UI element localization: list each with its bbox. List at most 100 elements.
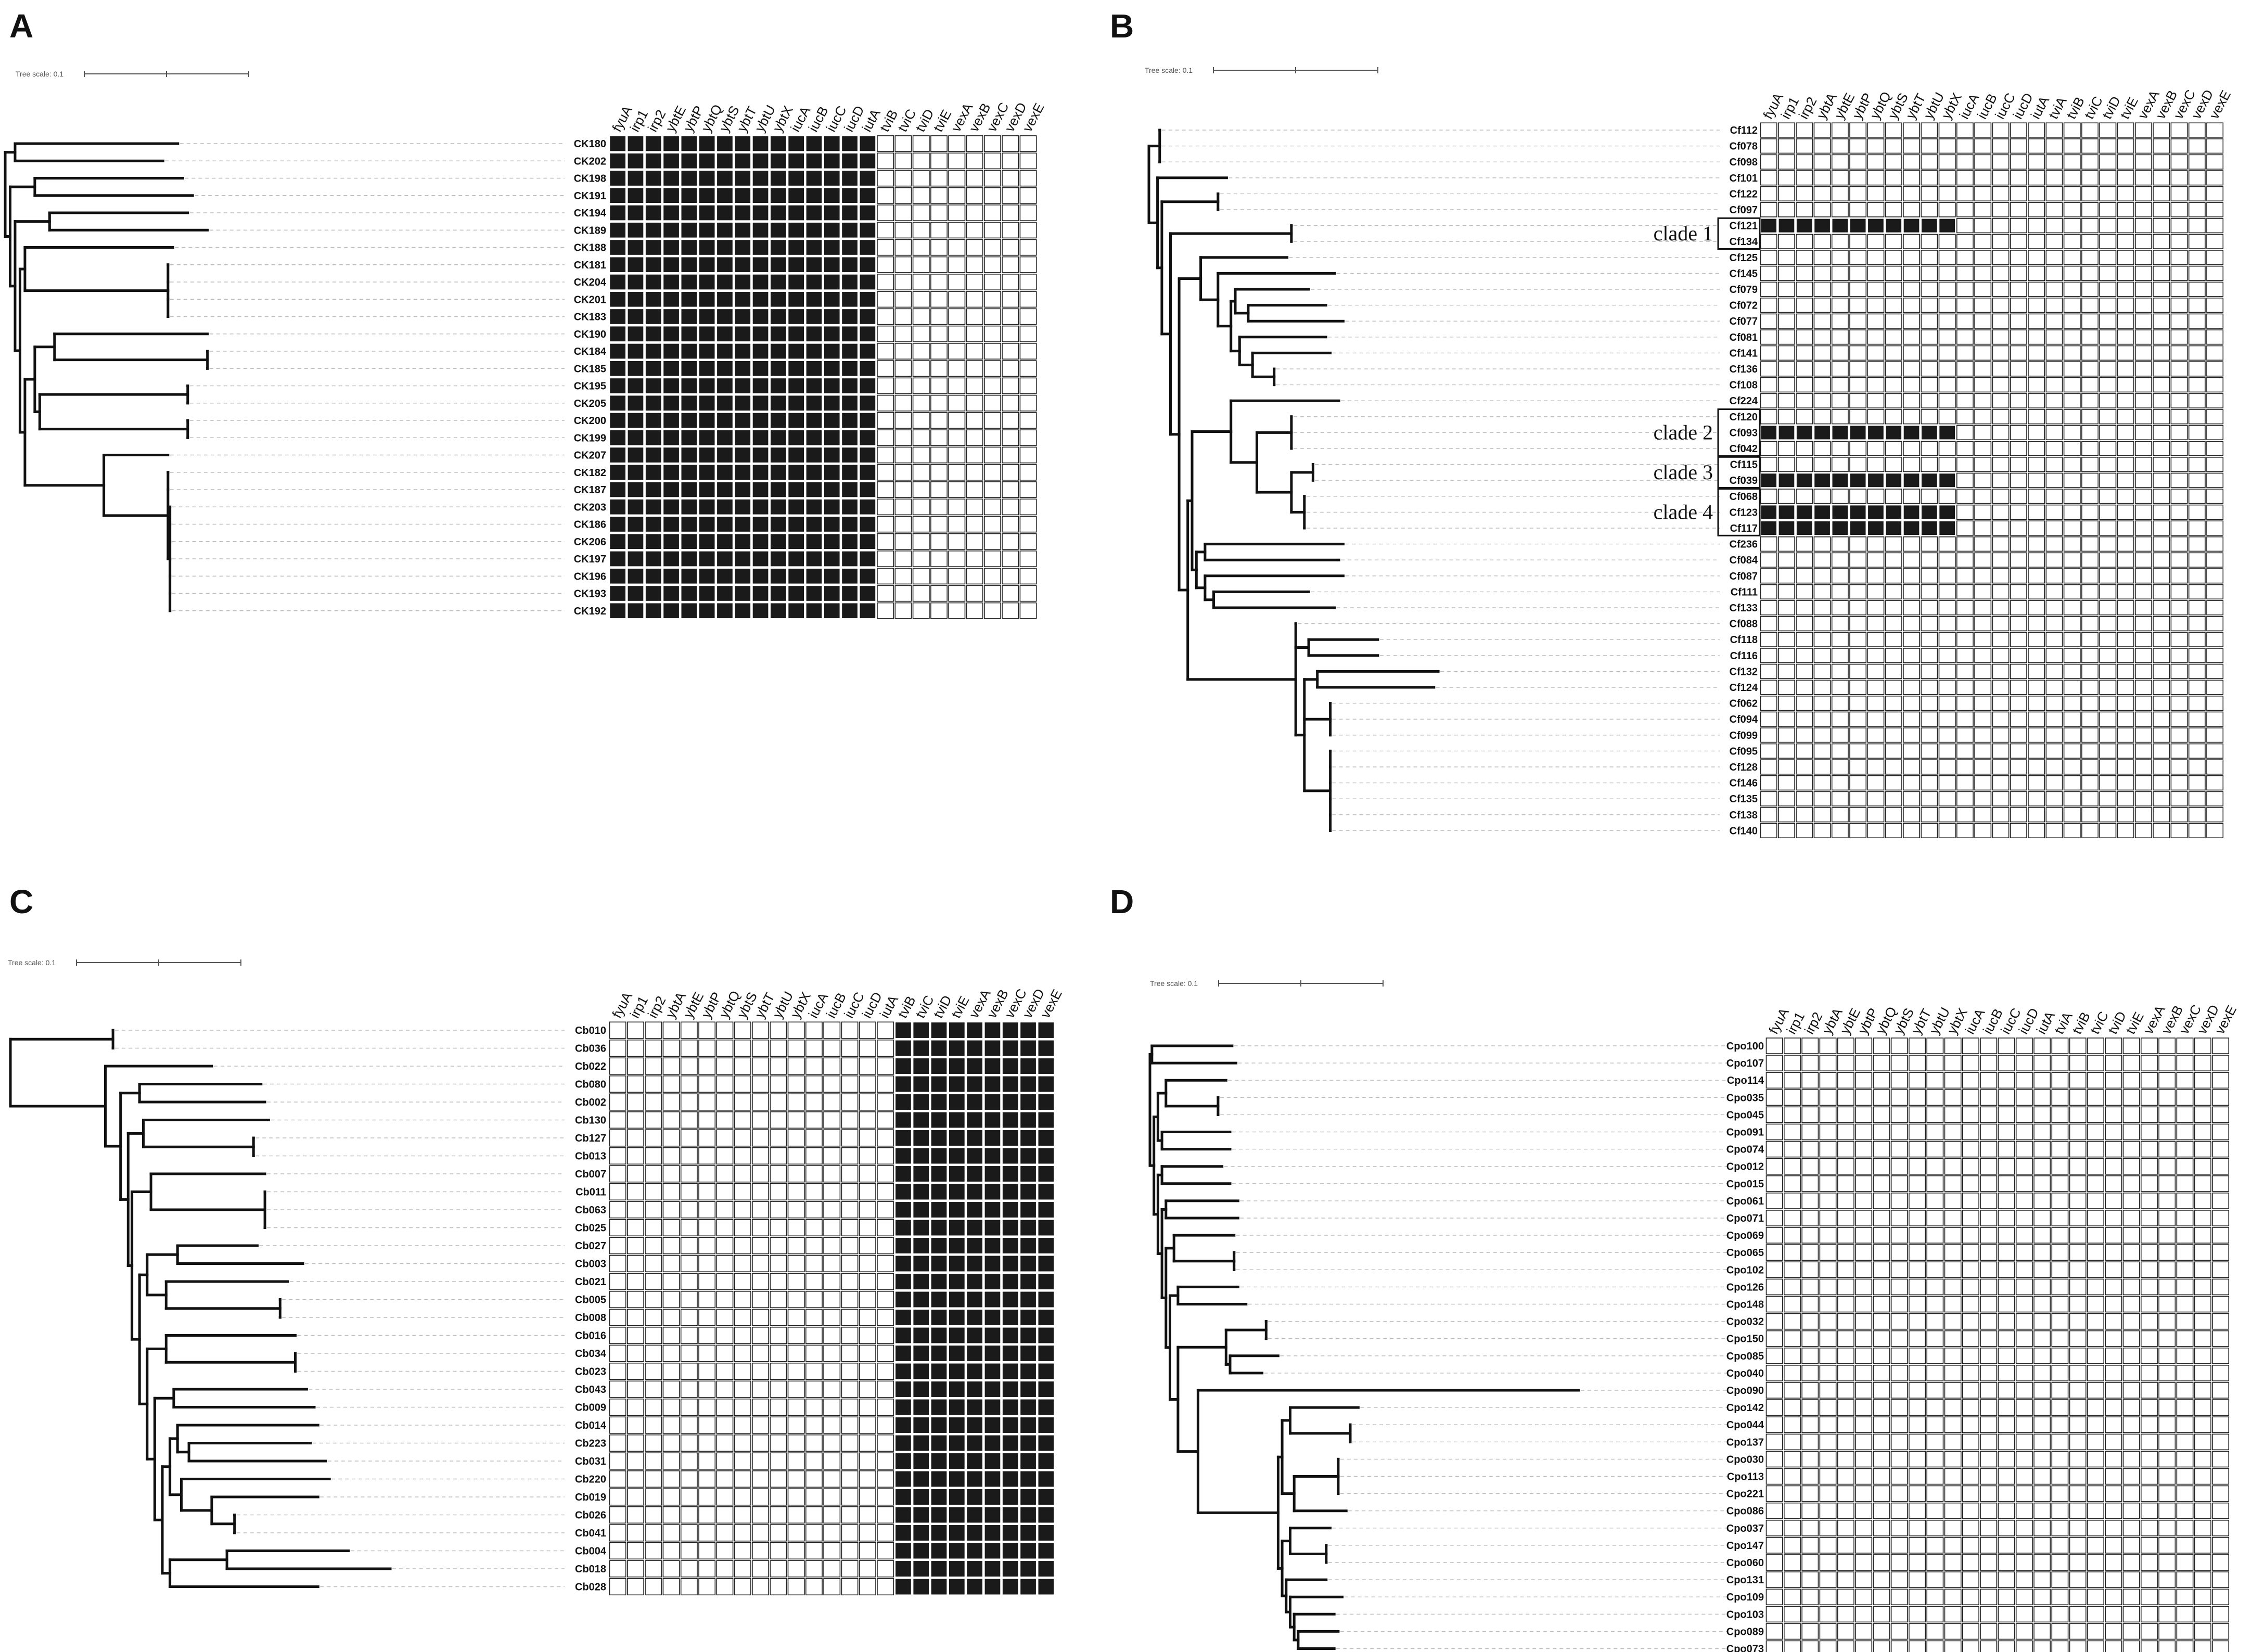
gene-absent-cell	[2045, 552, 2063, 568]
gene-absent-cell	[805, 1470, 823, 1488]
gene-absent-cell	[930, 585, 948, 602]
gene-absent-cell	[2153, 425, 2170, 440]
gene-present-cell	[1921, 504, 1938, 520]
gene-absent-cell	[1784, 1123, 1801, 1141]
gene-absent-cell	[2081, 234, 2099, 249]
gene-absent-cell	[1796, 711, 1813, 727]
gene-present-cell	[1849, 504, 1867, 520]
gene-absent-cell	[2206, 791, 2224, 806]
gene-present-cell	[609, 464, 626, 481]
gene-absent-cell	[2206, 807, 2224, 823]
gene-absent-cell	[1765, 1382, 1783, 1399]
gene-absent-cell	[2188, 250, 2206, 265]
gene-absent-cell	[1903, 234, 1920, 249]
gene-present-cell	[1002, 1326, 1019, 1344]
gene-present-cell	[930, 1129, 948, 1147]
gene-present-cell	[787, 412, 805, 429]
gene-absent-cell	[1956, 377, 1974, 393]
isolate-label: Cpo073	[1726, 1644, 1764, 1652]
gene-absent-cell	[662, 1506, 680, 1524]
gene-absent-cell	[1956, 680, 1974, 695]
gene-absent-cell	[2140, 1554, 2158, 1571]
gene-absent-cell	[1903, 186, 1920, 202]
gene-present-cell	[984, 1075, 1001, 1093]
gene-absent-cell	[1956, 600, 1974, 616]
gene-absent-cell	[1019, 446, 1037, 464]
gene-absent-cell	[645, 1093, 662, 1111]
gene-absent-cell	[930, 533, 948, 550]
gene-absent-cell	[1784, 1141, 1801, 1158]
gene-absent-cell	[1765, 1296, 1783, 1313]
gene-absent-cell	[752, 1542, 770, 1560]
gene-absent-cell	[2206, 489, 2224, 504]
gene-absent-cell	[716, 1129, 734, 1147]
gene-absent-cell	[877, 1524, 894, 1542]
gene-absent-cell	[662, 1524, 680, 1542]
gene-absent-cell	[2212, 1589, 2230, 1606]
gene-absent-cell	[2010, 472, 2027, 488]
gene-absent-cell	[2063, 250, 2081, 265]
gene-absent-cell	[2134, 807, 2152, 823]
gene-absent-cell	[1849, 663, 1867, 679]
gene-absent-cell	[2122, 1141, 2140, 1158]
gene-present-cell	[912, 1326, 930, 1344]
gene-absent-cell	[1760, 265, 1777, 281]
gene-absent-cell	[2134, 600, 2152, 616]
gene-absent-cell	[2170, 632, 2188, 647]
gene-present-cell	[966, 1254, 983, 1273]
gene-present-cell	[984, 1309, 1001, 1326]
isolate-label: Cf093	[1730, 427, 1758, 439]
gene-absent-cell	[680, 1309, 698, 1326]
gene-absent-cell	[787, 1362, 805, 1380]
gene-absent-cell	[1938, 489, 1956, 504]
gene-present-cell	[734, 481, 751, 498]
gene-present-cell	[645, 222, 662, 239]
gene-absent-cell	[2087, 1261, 2104, 1278]
gene-absent-cell	[805, 1183, 823, 1201]
panel-letter: A	[9, 7, 33, 45]
gene-absent-cell	[1921, 823, 1938, 838]
gene-absent-cell	[2170, 377, 2188, 393]
gene-absent-cell	[1796, 281, 1813, 297]
gene-present-cell	[609, 533, 626, 550]
gene-absent-cell	[1944, 1365, 1962, 1381]
gene-present-cell	[912, 1039, 930, 1057]
gene-present-cell	[912, 1524, 930, 1542]
gene-absent-cell	[716, 1057, 734, 1075]
gene-absent-cell	[1867, 632, 1885, 647]
gene-present-cell	[787, 222, 805, 239]
gene-absent-cell	[2063, 170, 2081, 186]
gene-absent-cell	[698, 1470, 716, 1488]
gene-present-cell	[680, 516, 698, 533]
gene-absent-cell	[1784, 1416, 1801, 1433]
gene-absent-cell	[1873, 1072, 1890, 1089]
gene-absent-cell	[1873, 1123, 1890, 1141]
gene-absent-cell	[645, 1254, 662, 1273]
gene-absent-cell	[984, 256, 1001, 273]
gene-absent-cell	[1926, 1123, 1944, 1141]
gene-absent-cell	[2176, 1296, 2194, 1313]
gene-present-cell	[662, 239, 680, 256]
gene-absent-cell	[1873, 1589, 1890, 1606]
gene-absent-cell	[1992, 361, 2010, 377]
gene-absent-cell	[2033, 1158, 2051, 1175]
gene-absent-cell	[1926, 1554, 1944, 1571]
gene-absent-cell	[680, 1093, 698, 1111]
gene-absent-cell	[2028, 791, 2045, 806]
gene-present-cell	[1903, 217, 1920, 234]
gene-absent-cell	[2134, 663, 2152, 679]
gene-absent-cell	[2087, 1296, 2104, 1313]
gene-absent-cell	[2134, 616, 2152, 632]
gene-absent-cell	[2212, 1451, 2230, 1468]
gene-absent-cell	[1921, 600, 1938, 616]
gene-absent-cell	[1819, 1537, 1837, 1554]
gene-absent-cell	[1819, 1278, 1837, 1296]
gene-present-cell	[1778, 472, 1795, 488]
gene-absent-cell	[1831, 281, 1849, 297]
gene-absent-cell	[627, 1380, 644, 1398]
isolate-label: Cf068	[1730, 491, 1758, 503]
gene-absent-cell	[841, 1290, 859, 1309]
gene-absent-cell	[1813, 393, 1831, 408]
gene-absent-cell	[1962, 1313, 1979, 1330]
